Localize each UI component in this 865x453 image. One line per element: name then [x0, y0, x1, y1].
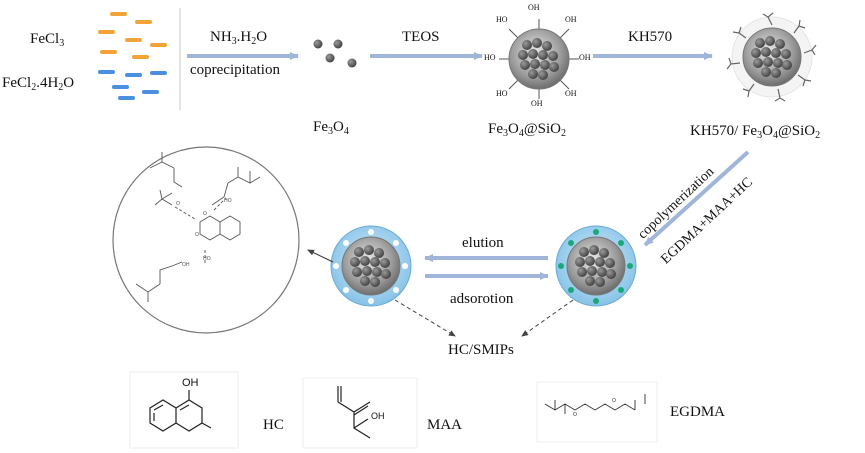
maa-oh-label: OH	[371, 411, 385, 421]
teos-label: TEOS	[402, 29, 440, 45]
svg-text:OH: OH	[182, 262, 190, 268]
svg-text:HO: HO	[203, 256, 211, 262]
maa-box	[302, 377, 418, 449]
hc-box	[129, 371, 239, 449]
imprint-interaction-zoom: O HO O O HO OH	[112, 146, 300, 334]
adsorption-label: adsorotion	[450, 291, 514, 307]
fecl2-dashes	[98, 70, 167, 100]
svg-text:HO: HO	[224, 198, 232, 204]
step1-label: NH3.H2O	[210, 29, 268, 47]
fe3o4-sio2-label: Fe3O4@SiO2	[488, 121, 566, 139]
step1-below-label: coprecipitation	[190, 62, 280, 78]
elution-label: elution	[462, 235, 504, 251]
svg-text:O: O	[612, 398, 616, 404]
kh570-particle	[726, 12, 817, 102]
ho-left: HO	[484, 53, 496, 62]
oh-right: OH	[579, 53, 591, 62]
hc-smips-label: HC/SMIPs	[448, 342, 514, 358]
fecl3-dashes	[98, 12, 167, 59]
egdma-structure	[544, 394, 646, 414]
hc-oh-label: OH	[182, 377, 199, 389]
oh-top-right: OH	[565, 15, 577, 24]
fe3o4-label: Fe3O4	[313, 119, 349, 137]
hc-label: HC	[263, 417, 284, 433]
fecl3-label: FeCl3	[30, 31, 65, 49]
svg-text:O: O	[573, 412, 577, 418]
fecl2-label: FeCl2.4H2O	[2, 75, 75, 93]
oh-top: OH	[528, 3, 540, 12]
fe3o4-sio2-particle	[499, 19, 579, 99]
svg-text:O: O	[195, 232, 199, 238]
ho-bottom-left: HO	[496, 89, 508, 98]
ho-top-left: HO	[496, 15, 508, 24]
svg-text:O: O	[176, 201, 180, 207]
oh-bottom: OH	[531, 99, 543, 108]
svg-text:O: O	[203, 211, 207, 217]
egdma-box	[536, 381, 658, 443]
hc-structure	[149, 390, 212, 432]
maa-structure	[337, 386, 371, 439]
oh-bottom-right: OH	[565, 89, 577, 98]
eluted-particle	[330, 225, 412, 307]
maa-label: MAA	[427, 417, 463, 433]
arrow-copolymerization	[643, 150, 750, 247]
kh570-product-label: KH570/ Fe3O4@SiO2	[690, 123, 821, 141]
egdma-label: EGDMA	[670, 404, 725, 420]
imprinted-particle	[555, 225, 637, 307]
kh570-step-label: KH570	[628, 29, 673, 45]
fe3o4-particles	[313, 39, 357, 68]
